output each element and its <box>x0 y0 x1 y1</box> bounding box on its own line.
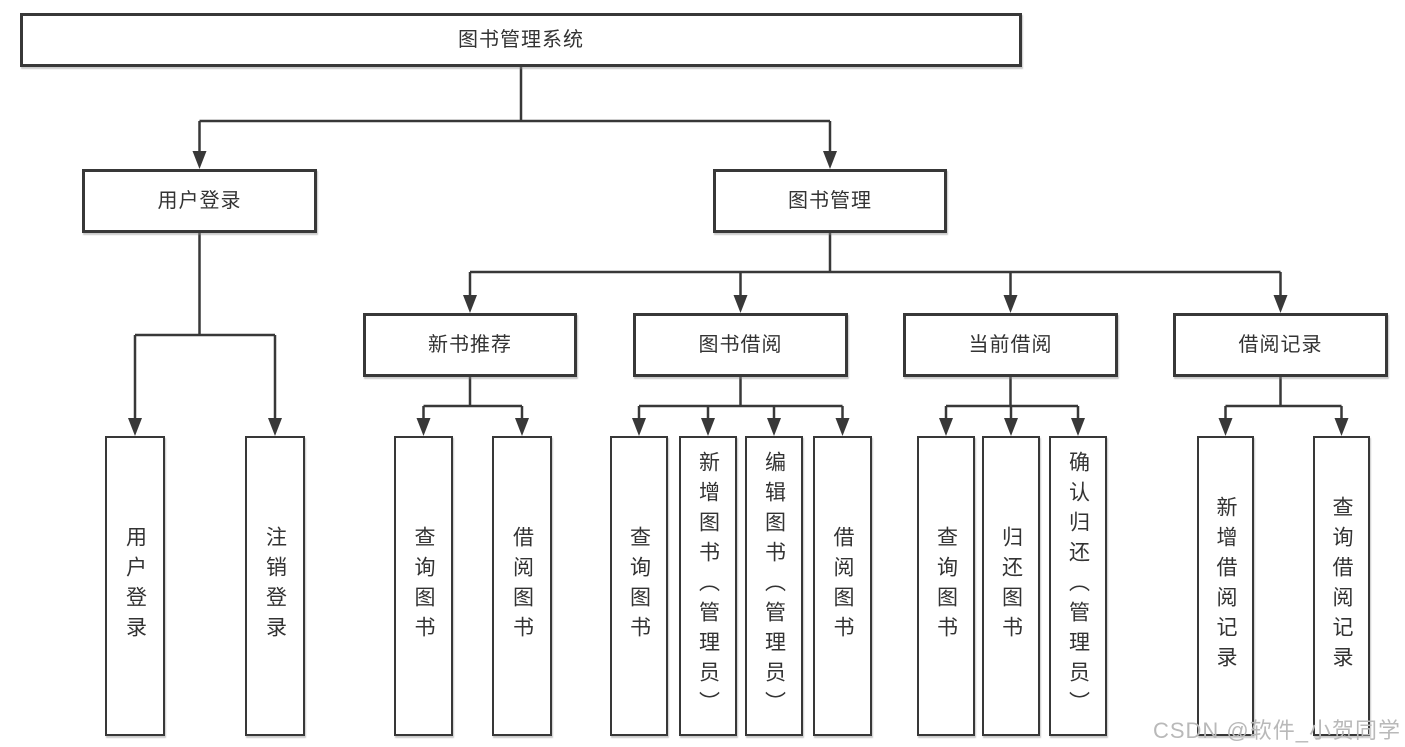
leaf-current-return-books: 归还图书 <box>982 436 1040 736</box>
arrowhead <box>835 418 850 436</box>
leaf-records-query-record: 查询借阅记录 <box>1313 436 1370 736</box>
arrowhead <box>823 151 837 169</box>
leaf-newbook-borrow-books-label: 借阅图书 <box>510 526 534 646</box>
arrowhead <box>939 418 953 436</box>
leaf-user-login: 用户登录 <box>105 436 165 736</box>
leaf-current-query-books: 查询图书 <box>917 436 975 736</box>
node-user-login-label: 用户登录 <box>157 190 242 212</box>
leaf-records-add-record-label: 新增借阅记录 <box>1214 496 1237 676</box>
arrowhead <box>632 418 646 436</box>
node-borrowing-records-label: 借阅记录 <box>1238 334 1323 356</box>
arrowhead <box>1273 295 1288 313</box>
leaf-borrowing-add-books-admin: 新增图书（管理员） <box>679 436 737 736</box>
leaf-current-query-books-label: 查询图书 <box>934 526 958 646</box>
leaf-borrowing-query-books: 查询图书 <box>610 436 668 736</box>
leaf-logout-label: 注销登录 <box>263 526 287 646</box>
leaf-newbook-query-books: 查询图书 <box>394 436 453 736</box>
leaf-newbook-borrow-books: 借阅图书 <box>492 436 552 736</box>
node-book-management-label: 图书管理 <box>788 190 872 212</box>
node-current-borrowing: 当前借阅 <box>903 313 1118 377</box>
leaf-borrowing-edit-books-admin-label: 编辑图书（管理员） <box>762 451 786 721</box>
node-root: 图书管理系统 <box>20 13 1022 67</box>
node-book-borrowing-label: 图书借阅 <box>698 334 783 356</box>
arrowhead <box>1003 295 1018 313</box>
connector-borrowing-to-leaves <box>639 377 843 408</box>
arrowhead <box>416 418 431 436</box>
leaf-records-add-record: 新增借阅记录 <box>1197 436 1254 736</box>
node-borrowing-records: 借阅记录 <box>1173 313 1388 377</box>
leaf-borrowing-query-books-label: 查询图书 <box>627 526 651 646</box>
connector-root-to-level2 <box>199 67 830 123</box>
arrowhead <box>733 295 748 313</box>
arrowhead <box>1071 418 1085 436</box>
leaf-user-login-label: 用户登录 <box>123 526 147 646</box>
arrowhead <box>1004 418 1018 436</box>
node-user-login: 用户登录 <box>82 169 317 233</box>
node-current-borrowing-label: 当前借阅 <box>968 334 1053 356</box>
arrowhead <box>268 418 282 436</box>
connector-records-to-leaves <box>1225 377 1342 408</box>
leaf-newbook-query-books-label: 查询图书 <box>412 526 435 646</box>
arrowhead <box>701 418 715 436</box>
leaf-borrowing-borrow-books-label: 借阅图书 <box>831 526 854 646</box>
leaf-current-return-books-label: 归还图书 <box>999 526 1023 646</box>
leaf-borrowing-add-books-admin-label: 新增图书（管理员） <box>696 451 720 721</box>
node-new-book-recommend: 新书推荐 <box>363 313 577 377</box>
arrowhead <box>767 418 781 436</box>
arrowhead <box>128 418 142 436</box>
leaf-borrowing-borrow-books: 借阅图书 <box>813 436 872 736</box>
leaf-logout: 注销登录 <box>245 436 305 736</box>
connector-current-to-leaves <box>946 377 1078 408</box>
node-new-book-recommend-label: 新书推荐 <box>428 334 512 356</box>
arrowhead <box>515 418 529 436</box>
arrowhead <box>192 151 207 169</box>
node-book-management: 图书管理 <box>713 169 947 233</box>
connector-bookmgmt-to-level3 <box>470 233 1281 274</box>
leaf-current-confirm-return-admin: 确认归还（管理员） <box>1049 436 1107 736</box>
node-root-label: 图书管理系统 <box>458 29 584 51</box>
leaf-borrowing-edit-books-admin: 编辑图书（管理员） <box>745 436 803 736</box>
arrowhead <box>1334 418 1349 436</box>
connector-newbook-to-leaves <box>423 377 522 408</box>
leaf-current-confirm-return-admin-label: 确认归还（管理员） <box>1066 451 1090 721</box>
connector-userlogin-to-leaves <box>135 233 275 337</box>
leaf-records-query-record-label: 查询借阅记录 <box>1330 496 1353 676</box>
csdn-watermark: CSDN @软件_小贺同学 <box>1152 718 1401 743</box>
arrowhead <box>463 295 477 313</box>
node-book-borrowing: 图书借阅 <box>633 313 848 377</box>
arrowhead <box>1218 418 1233 436</box>
